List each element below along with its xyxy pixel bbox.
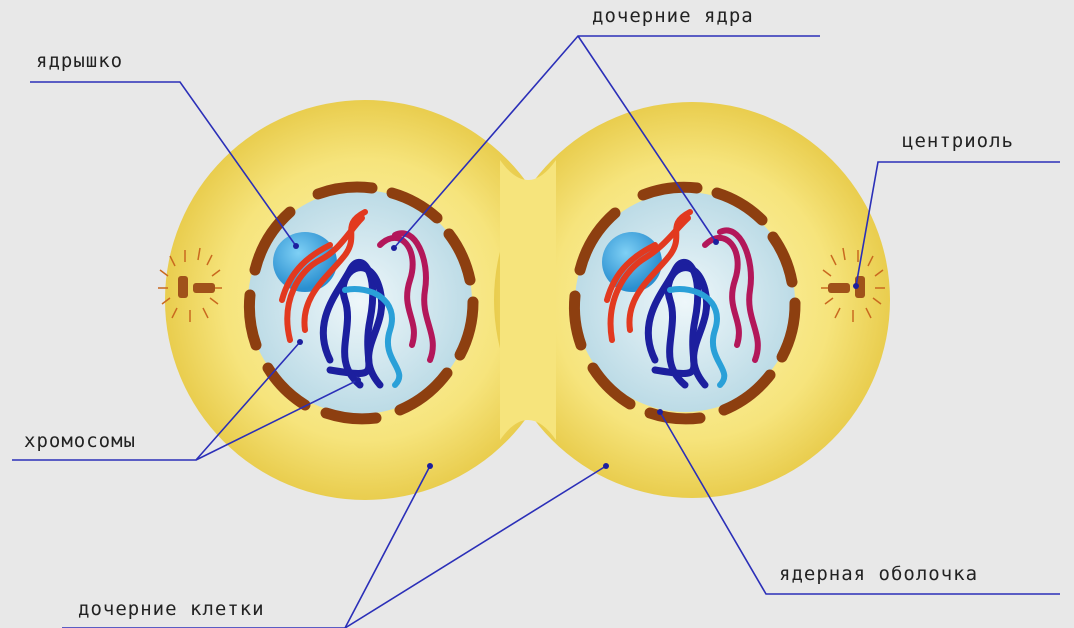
label-nucleolus: ядрышко — [36, 50, 123, 72]
label-centriole: центриоль — [902, 130, 1014, 152]
label-daughter-nuclei: дочерние ядра — [592, 5, 754, 27]
label-nuclear-envelope: ядерная оболочка — [779, 563, 978, 585]
right-nucleus — [574, 187, 795, 419]
label-chromosomes: хромосомы — [24, 430, 136, 452]
label-daughter-cells: дочерние клетки — [78, 598, 265, 620]
left-nucleus — [248, 187, 473, 419]
